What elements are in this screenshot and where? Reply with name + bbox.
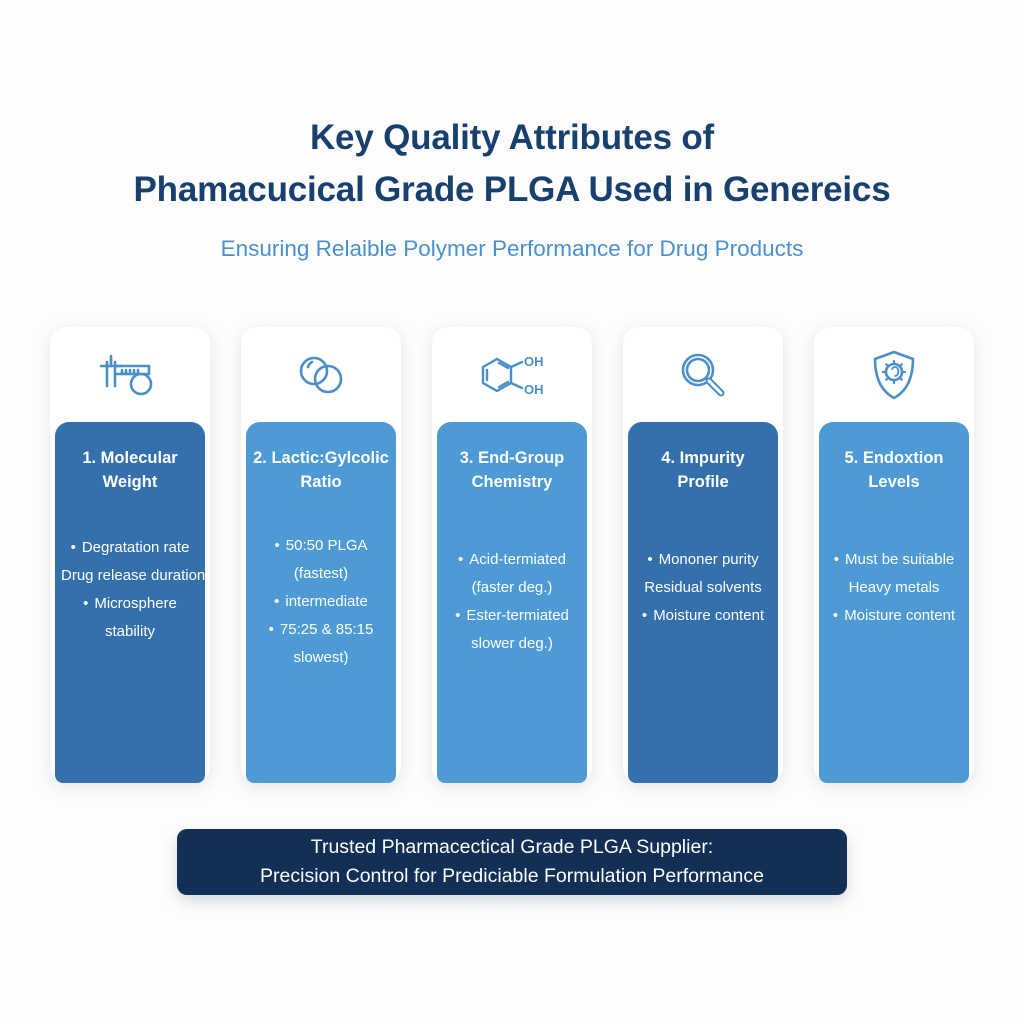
attribute-heading-4: 4. Impurity Profile xyxy=(661,449,745,491)
attribute-panel-2: 2. Lactic:Gylcolic Ratio 50:50 PLGA (fas… xyxy=(246,422,396,783)
list-item: stability xyxy=(104,623,156,640)
attribute-panel-3: 3. End-Group Chemistry Acid-termiated (f… xyxy=(437,422,587,783)
attribute-card-2[interactable]: 2. Lactic:Gylcolic Ratio 50:50 PLGA (fas… xyxy=(241,327,401,783)
svg-text:OH: OH xyxy=(524,354,544,369)
benzene-diol-icon: OH OH xyxy=(432,327,592,422)
svg-text:OH: OH xyxy=(524,382,544,397)
list-item: Microsphere xyxy=(59,590,201,618)
list-item: Drug release duration xyxy=(61,567,206,584)
page-title-line1: Key Quality Attributes of xyxy=(309,118,715,157)
list-item: intermediate xyxy=(250,588,392,616)
list-item: (fastest) xyxy=(293,565,349,582)
footer-banner-line1: Trusted Pharmacectical Grade PLGA Suppli… xyxy=(310,836,714,858)
attribute-heading-2: 2. Lactic:Gylcolic Ratio xyxy=(253,449,389,491)
attribute-card-5[interactable]: 5. Endoxtion Levels Must be suitable Hea… xyxy=(814,327,974,783)
footer-banner-line2: Precision Control for Prediciable Formul… xyxy=(260,865,764,887)
attribute-bullets-4: Mononer purity Residual solvents Moistur… xyxy=(632,546,774,630)
attribute-heading-3: 3. End-Group Chemistry xyxy=(459,449,565,491)
two-circles-icon xyxy=(241,327,401,422)
attribute-card-4[interactable]: 4. Impurity Profile Mononer purity Resid… xyxy=(623,327,783,783)
list-item: (faster deg.) xyxy=(471,579,553,596)
magnifier-icon xyxy=(623,327,783,422)
attribute-bullets-5: Must be suitable Heavy metals Moisture c… xyxy=(823,546,965,630)
attribute-cards-row: 1. Molecular Weight Degratation rate Dru… xyxy=(50,327,974,783)
caliper-icon xyxy=(50,327,210,422)
attribute-heading-5: 5. Endoxtion Levels xyxy=(844,449,944,491)
page-title: Key Quality Attributes of Phamacucical G… xyxy=(0,0,1024,216)
attribute-panel-4: 4. Impurity Profile Mononer purity Resid… xyxy=(628,422,778,783)
list-item: Moisture content xyxy=(632,602,774,630)
list-item: Acid-termiated xyxy=(441,546,583,574)
header: Key Quality Attributes of Phamacucical G… xyxy=(0,0,1024,264)
list-item: Mononer purity xyxy=(632,546,774,574)
attribute-card-3[interactable]: OH OH 3. End-Group Chemistry Acid-termia… xyxy=(432,327,592,783)
list-item: 50:50 PLGA xyxy=(250,532,392,560)
attribute-bullets-2: 50:50 PLGA (fastest) intermediate 75:25 … xyxy=(250,532,392,672)
attribute-panel-5: 5. Endoxtion Levels Must be suitable Hea… xyxy=(819,422,969,783)
list-item: Ester-termiated xyxy=(441,602,583,630)
list-item: Heavy metals xyxy=(848,579,940,596)
list-item: slowest) xyxy=(293,649,349,666)
footer-banner: Trusted Pharmacectical Grade PLGA Suppli… xyxy=(177,829,847,895)
page-subtitle: Ensuring Relaible Polymer Performance fo… xyxy=(220,236,804,261)
attribute-bullets-1: Degratation rate Drug release duration M… xyxy=(59,534,206,646)
attribute-bullets-3: Acid-termiated (faster deg.) Ester-termi… xyxy=(441,546,583,658)
list-item: Residual solvents xyxy=(644,579,762,596)
list-item: 75:25 & 85:15 xyxy=(250,616,392,644)
shield-microbe-icon xyxy=(814,327,974,422)
attribute-panel-1: 1. Molecular Weight Degratation rate Dru… xyxy=(55,422,205,783)
list-item: Moisture content xyxy=(823,602,965,630)
attribute-heading-1: 1. Molecular Weight xyxy=(82,449,178,491)
list-item: Must be suitable xyxy=(823,546,965,574)
list-item: Degratation rate xyxy=(59,534,201,562)
attribute-card-1[interactable]: 1. Molecular Weight Degratation rate Dru… xyxy=(50,327,210,783)
list-item: slower deg.) xyxy=(471,635,553,652)
page-title-line2: Phamacucical Grade PLGA Used in Genereic… xyxy=(133,170,891,209)
